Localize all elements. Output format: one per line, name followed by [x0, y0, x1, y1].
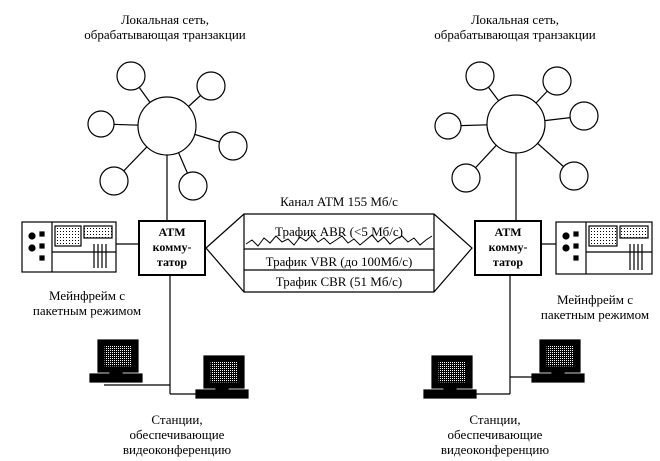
left-lan-node	[116, 61, 146, 91]
right-lan-node	[559, 161, 589, 191]
traffic-cbr-label: Трафик CBR (51 Мб/с)	[276, 274, 402, 289]
channel-title: Канал ATM 155 Мб/с	[280, 194, 398, 209]
left-lan-hub-node	[137, 96, 197, 156]
right-lan-hub-node	[486, 94, 546, 154]
left-videoconf-station-1	[89, 339, 143, 383]
left-lan-node	[99, 166, 129, 196]
abr-traffic-wave	[245, 234, 433, 247]
right-lan-network	[434, 61, 599, 220]
right-lan-node	[465, 61, 495, 91]
left-lan-node	[218, 131, 248, 161]
traffic-vbr-label: Трафик VBR (до 100Мб/с)	[266, 254, 413, 269]
left-videoconf-station-2	[195, 355, 249, 399]
left-lan-label: Локальная сеть,обрабатывающая транзакции	[84, 12, 246, 42]
right-lan-node	[451, 163, 481, 193]
right-lan-node	[542, 66, 572, 96]
left-lan-node	[87, 110, 115, 138]
left-lan-network	[87, 61, 248, 220]
right-videoconf-station-2	[531, 339, 585, 383]
right-lan-node	[569, 101, 599, 131]
right-lan-node	[434, 112, 462, 140]
right-videoconf-station-1	[423, 355, 477, 399]
left-lan-node	[178, 171, 208, 201]
right-lan-label: Локальная сеть,обрабатывающая транзакции	[434, 12, 596, 42]
traffic-abr-label: Трафик ABR (<5 Мб/с)	[275, 224, 403, 239]
right-mainframe-icon	[555, 221, 653, 275]
atm-channel	[205, 213, 473, 293]
left-lan-node	[196, 71, 226, 101]
left-mainframe-icon	[21, 221, 117, 273]
